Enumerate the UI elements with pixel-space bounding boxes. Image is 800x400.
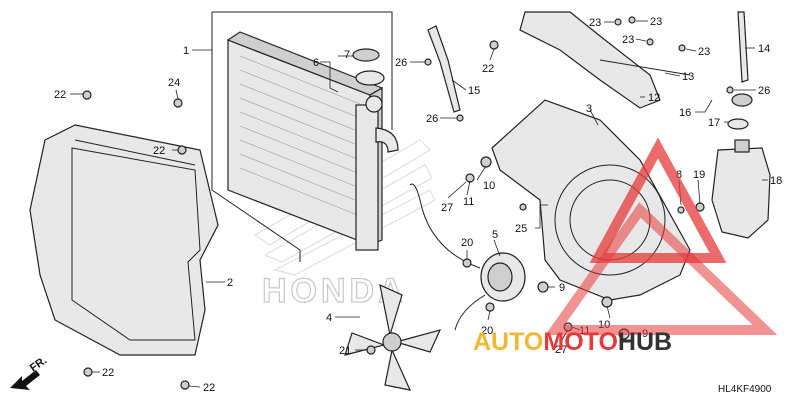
callout-27-upper: 27 [441, 202, 453, 214]
callout-10-upper: 10 [483, 180, 495, 192]
callout-4: 4 [326, 312, 332, 324]
callout-19: 19 [693, 169, 705, 181]
callout-23-c: 23 [622, 34, 634, 46]
callout-18: 18 [770, 175, 782, 187]
radiator-cap [352, 48, 385, 86]
top-bracket [519, 11, 691, 109]
radiator-core [226, 31, 399, 251]
reserve-tank-cap [727, 93, 753, 130]
callout-24: 24 [168, 77, 180, 89]
watermark-auto: AUTO [473, 328, 543, 356]
callout-13: 13 [682, 71, 694, 83]
callout-22-bottom-left: 22 [102, 367, 114, 379]
callout-22-top-left: 22 [54, 89, 66, 101]
reserve-tank [711, 139, 771, 239]
automotohub-watermark: AUTOMOTOHUB [473, 137, 778, 356]
callout-22-bottom-right: 22 [203, 382, 215, 394]
callout-22-shroud: 22 [153, 145, 165, 157]
callout-14: 14 [758, 43, 770, 55]
callout-2: 2 [227, 277, 233, 289]
radiator-shroud [29, 124, 219, 356]
watermark-hub: HUB [618, 328, 672, 356]
callout-16: 16 [679, 107, 691, 119]
callout-9-upper: 9 [559, 282, 565, 294]
callout-26-lower-hose: 26 [426, 113, 438, 125]
watermark-moto: MOTO [543, 328, 618, 356]
fan-motor [409, 183, 526, 331]
callout-6: 6 [313, 57, 319, 69]
front-direction-label: FR. [28, 354, 49, 374]
callout-26-hose: 26 [395, 57, 407, 69]
callout-3: 3 [586, 103, 592, 115]
callout-20-lower: 20 [481, 325, 493, 337]
radiator-bracket-outline [211, 11, 393, 262]
callout-7: 7 [344, 49, 350, 61]
honda-wordmark: HONDA [262, 272, 407, 310]
callout-17: 17 [708, 117, 720, 129]
callout-15: 15 [468, 85, 480, 97]
callout-5: 5 [492, 229, 498, 241]
svg-text:AUTOMOTOHUB: AUTOMOTOHUB [473, 328, 672, 356]
callout-26-tank: 26 [758, 85, 770, 97]
callout-23-b: 23 [650, 16, 662, 28]
overflow-hose [737, 11, 749, 83]
front-direction-arrow: FR. [10, 354, 49, 390]
callout-20-upper: 20 [461, 237, 473, 249]
callout-12: 12 [648, 92, 660, 104]
callout-22-bracket: 22 [482, 63, 494, 75]
callout-23-d: 23 [698, 46, 710, 58]
fastener-bolts [82, 16, 734, 390]
diagram-code: HL4KF4900 [718, 384, 772, 395]
callout-27-lower: 27 [555, 344, 567, 356]
callout-21: 21 [339, 345, 351, 357]
callout-11-upper: 11 [463, 196, 474, 208]
callout-25: 25 [515, 223, 527, 235]
callout-1: 1 [183, 45, 189, 57]
siphon-hose [427, 25, 461, 113]
callout-23-a: 23 [589, 17, 601, 29]
callout-8: 8 [676, 169, 682, 181]
